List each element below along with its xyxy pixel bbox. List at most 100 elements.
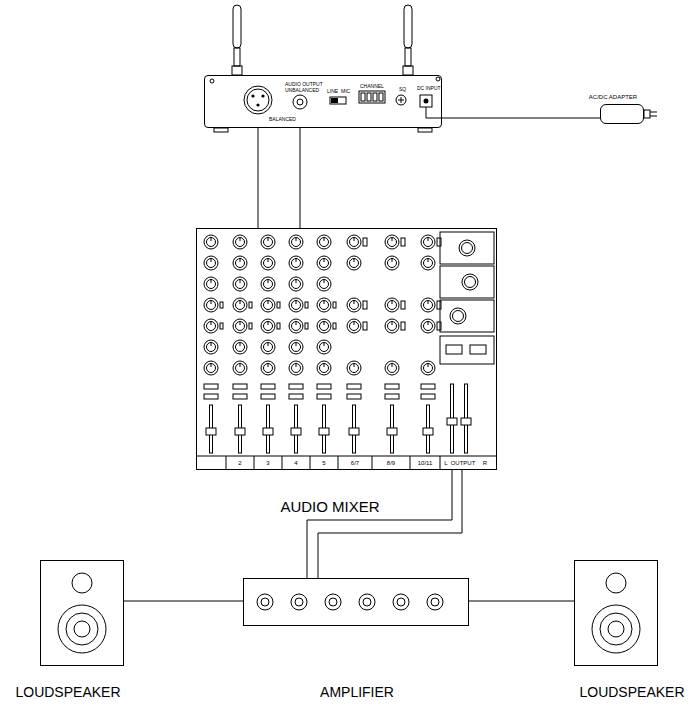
led	[249, 302, 252, 308]
knob	[388, 322, 397, 331]
woofer	[66, 613, 98, 645]
knob	[207, 280, 216, 289]
channel-number: 2	[238, 460, 241, 466]
knob	[350, 301, 359, 310]
knob	[207, 259, 216, 268]
master-knob	[459, 240, 475, 256]
master-panel	[440, 266, 494, 298]
knob-mark	[392, 364, 393, 368]
knob	[317, 277, 331, 291]
strip-divider	[372, 456, 373, 470]
cable	[318, 470, 462, 578]
channel-button	[261, 384, 275, 389]
knob	[236, 364, 245, 373]
antenna-base	[232, 66, 242, 75]
switch	[330, 97, 346, 104]
receiver-foot	[418, 128, 432, 132]
knob	[320, 301, 329, 310]
knob-mark	[296, 343, 297, 347]
knob-mark	[296, 280, 297, 284]
xlr-socket	[244, 86, 272, 114]
knob	[350, 238, 359, 247]
xlr-pin	[251, 94, 254, 97]
knob-mark	[211, 343, 212, 347]
knob	[289, 235, 303, 249]
knob-mark	[211, 322, 212, 326]
knob	[236, 238, 245, 247]
audio-mixer: AUDIO MIXER	[196, 228, 497, 470]
knob	[289, 256, 303, 270]
knob-mark	[268, 259, 269, 263]
led	[401, 301, 405, 309]
amp-socket	[363, 598, 371, 606]
led	[363, 301, 367, 309]
channel-number: 5	[322, 460, 325, 466]
antenna-joint	[405, 48, 411, 66]
master-button	[446, 345, 462, 354]
knob	[347, 361, 361, 375]
antenna-joint	[234, 48, 240, 66]
strip-divider	[410, 456, 411, 470]
knob	[236, 259, 245, 268]
channel-number: OUTPUT	[451, 460, 476, 466]
master-knob	[453, 311, 464, 322]
knob	[233, 319, 247, 333]
knob	[317, 361, 331, 375]
knob	[261, 277, 275, 291]
knob	[292, 301, 301, 310]
channel-button	[233, 384, 247, 389]
knob	[317, 340, 331, 354]
knob	[388, 238, 397, 247]
led	[277, 323, 280, 329]
fader-cap	[423, 428, 433, 435]
knob-mark	[211, 301, 212, 305]
amplifier: AMPLIFIER	[243, 578, 469, 626]
knob	[424, 322, 433, 331]
knob-mark	[354, 259, 355, 263]
master-button	[470, 345, 486, 354]
amp-socket	[291, 594, 307, 610]
knob	[292, 364, 301, 373]
channel-button	[385, 394, 399, 399]
receiver-drawing	[210, 5, 442, 132]
knob	[236, 322, 245, 331]
knob	[385, 235, 399, 249]
led	[401, 238, 405, 246]
woofer	[600, 613, 632, 645]
xlr-pin	[261, 94, 264, 97]
knob	[207, 364, 216, 373]
knob-mark	[211, 259, 212, 263]
knob	[233, 235, 247, 249]
panel-marking: LINE	[327, 89, 338, 94]
knob	[261, 298, 275, 312]
loudspeaker: LOUDSPEAKER	[574, 560, 658, 666]
channel-number: 10/11	[418, 460, 433, 466]
knob-mark	[240, 343, 241, 347]
device-label: AUDIO MIXER	[280, 499, 379, 514]
channel-button	[347, 384, 361, 389]
knob	[204, 298, 218, 312]
channel-button	[385, 384, 399, 389]
screw	[210, 79, 214, 83]
knob	[289, 277, 303, 291]
knob-mark	[428, 301, 429, 305]
knob	[320, 343, 329, 352]
strip-divider	[310, 456, 311, 470]
knob	[388, 259, 397, 268]
led	[333, 323, 336, 329]
cable	[300, 128, 301, 228]
led	[220, 302, 223, 308]
amp-socket	[325, 594, 341, 610]
knob	[320, 238, 329, 247]
knob-mark	[392, 238, 393, 242]
woofer	[592, 605, 640, 653]
amp-socket	[329, 598, 337, 606]
panel-marking: MIC	[341, 89, 350, 94]
knob-mark	[428, 322, 429, 326]
knob-mark	[324, 238, 325, 242]
cable	[469, 601, 574, 602]
knob	[350, 259, 359, 268]
knob	[385, 319, 399, 333]
knob	[264, 364, 273, 373]
knob-mark	[354, 322, 355, 326]
